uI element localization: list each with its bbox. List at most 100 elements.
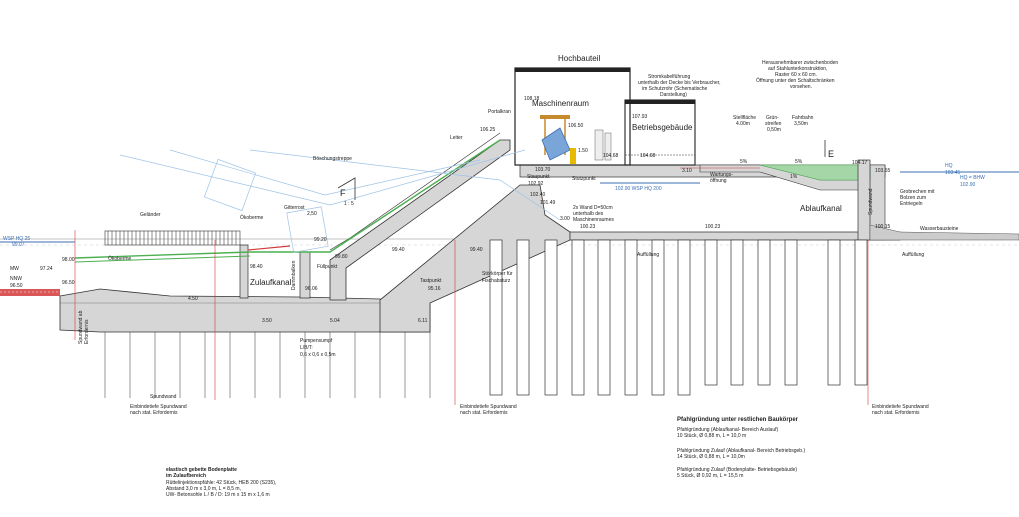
svg-text:5%: 5% [795, 159, 803, 165]
svg-text:99.40: 99.40 [470, 247, 483, 253]
label-boeschungstreppe: Böschungstreppe [313, 156, 352, 162]
label-wand-2: unterhalb des [573, 211, 604, 217]
svg-text:auf Stahlunterkonstruktion,: auf Stahlunterkonstruktion, [768, 66, 827, 72]
svg-text:Pfahlgründung unter restlichen: Pfahlgründung unter restlichen Baukörper [677, 417, 799, 423]
svg-text:Stellfläche: Stellfläche [733, 115, 756, 121]
svg-text:WSP HQ 25: WSP HQ 25 [3, 236, 30, 242]
svg-text:106.25: 106.25 [480, 127, 496, 133]
svg-text:101.49: 101.49 [540, 200, 556, 206]
spundwand-lines [74, 230, 869, 405]
slope-wall [329, 139, 511, 301]
label-oekoberme-2: Ökoberme [240, 214, 264, 221]
note-fahrbahn: Fahrbahn 3,50m [792, 115, 814, 127]
svg-text:Stromkabelführung: Stromkabelführung [648, 74, 690, 80]
e-marker-letter: E [828, 149, 834, 159]
svg-text:97.24: 97.24 [40, 266, 53, 272]
svg-text:3.10: 3.10 [682, 168, 692, 174]
svg-text:96.50: 96.50 [10, 283, 23, 289]
svg-text:Abstand 3,0 m x 3,0 m, L = 8,5: Abstand 3,0 m x 3,0 m, L = 8,5 m, [166, 486, 241, 492]
svg-text:Spundwand ab: Spundwand ab [78, 310, 84, 344]
svg-text:102.92: 102.92 [528, 181, 544, 187]
svg-text:99.40: 99.40 [392, 247, 405, 253]
svg-text:103.45: 103.45 [945, 170, 961, 176]
f-marker-letter: F [340, 188, 346, 198]
svg-text:im Schutzrohr (Schematische: im Schutzrohr (Schematische [642, 86, 708, 92]
green-line-berme [74, 255, 251, 263]
svg-text:0,50m: 0,50m [767, 127, 781, 133]
label-dammbalken: Dammbalken [291, 260, 297, 290]
svg-text:Pfahlgründung Zulauf (Ablaufka: Pfahlgründung Zulauf (Ablaufkanal- Berei… [677, 448, 805, 454]
svg-text:102.90 WSP HQ 200: 102.90 WSP HQ 200 [615, 186, 662, 192]
svg-text:100.23: 100.23 [580, 224, 596, 230]
label-zulaufkanal: Zulaufkanal [250, 278, 292, 287]
label-oekoberme-1: Ökoberme [108, 255, 132, 262]
svg-text:Pfahlgründung Zulauf (Bodenpla: Pfahlgründung Zulauf (Bodenplatte- Betri… [677, 467, 797, 473]
svg-text:Herausnehmbarer zwischenboden: Herausnehmbarer zwischenboden [762, 60, 838, 66]
svg-text:100.23: 100.23 [705, 224, 721, 230]
svg-text:102.40: 102.40 [530, 192, 546, 198]
yellow-part [570, 148, 576, 164]
svg-text:104.68: 104.68 [640, 153, 656, 159]
svg-text:5.04: 5.04 [330, 318, 340, 324]
svg-text:2,50: 2,50 [307, 211, 317, 217]
label-maschinenraum: Maschinenraum [532, 99, 589, 108]
svg-text:99.80: 99.80 [335, 254, 348, 260]
note-spund-left: Spundwand ab Erfordernis [78, 310, 90, 344]
label-wartung-1: Wartungs- [710, 172, 733, 178]
svg-text:Darstellung): Darstellung) [660, 92, 687, 98]
svg-text:1%: 1% [790, 174, 798, 180]
gelaender-frame [104, 230, 241, 246]
svg-text:Erfordernis: Erfordernis [84, 319, 90, 344]
svg-text:1.50: 1.50 [578, 148, 588, 154]
ablauf-slab [569, 231, 901, 241]
svg-text:MW: MW [10, 266, 19, 272]
label-auffuellung-1: Auffüllung [637, 252, 659, 258]
f-marker [337, 177, 356, 200]
label-leiter: Leiter [450, 135, 463, 141]
label-tastpunkt: Tastpunkt [420, 278, 442, 284]
svg-text:3.00: 3.00 [560, 216, 570, 222]
note-pfahl: Pfahlgründung unter restlichen Baukörper… [677, 417, 805, 479]
label-wartung-2: öffnung [710, 178, 727, 184]
crane-swing-outlines [119, 149, 561, 253]
svg-text:streifen: streifen [765, 121, 782, 127]
svg-text:6.11: 6.11 [418, 318, 428, 324]
svg-text:nach stat. Erfordernis: nach stat. Erfordernis [130, 410, 178, 416]
svg-text:3,50m: 3,50m [794, 121, 808, 127]
zulauf-wall-left [239, 244, 249, 299]
svg-text:104.68: 104.68 [603, 153, 619, 159]
svg-text:4.50: 4.50 [188, 296, 198, 302]
note-stellflaeche: Stellfläche 4.00m [733, 115, 756, 127]
svg-text:3.50: 3.50 [262, 318, 272, 324]
svg-text:95.16: 95.16 [428, 286, 441, 292]
note-einbinde-2: Einbindetiefe Spundwand nach stat. Erfor… [460, 404, 517, 416]
svg-text:108.18: 108.18 [524, 96, 540, 102]
svg-text:10 Stück, Ø 0,88 m, L = 10,0 m: 10 Stück, Ø 0,88 m, L = 10,0 m [677, 433, 746, 439]
svg-text:HQ = BHW: HQ = BHW [960, 175, 985, 181]
svg-text:Pfahlgründung (Ablaufkanal- Be: Pfahlgründung (Ablaufkanal- Bereich Ausl… [677, 427, 779, 433]
svg-text:5 Stück, Ø 0,92 m, L = 15,5 m: 5 Stück, Ø 0,92 m, L = 15,5 m [677, 473, 743, 479]
note-herausnehmbar: Herausnehmbarer zwischenboden auf Stahlu… [756, 60, 838, 90]
label-stoerkoerper-2: Fischabsturz [482, 278, 511, 284]
note-gruen: Grün- streifen 0,50m [765, 115, 782, 133]
svg-text:106.50: 106.50 [568, 123, 584, 129]
svg-text:nach stat. Erfordernis: nach stat. Erfordernis [872, 410, 920, 416]
label-auffuellung-2: Auffüllung [902, 252, 924, 258]
cabinet-2 [604, 132, 612, 161]
svg-text:4.00m: 4.00m [736, 121, 750, 127]
label-fuellpunkt: Füllpunkt [317, 264, 338, 270]
label-wand-3: Maschinenraumes [573, 217, 614, 223]
label-pumpensumpf-3: 0,6 x 0,6 x 0,5m [300, 352, 336, 358]
label-gelaender: Geländer [140, 212, 161, 218]
svg-text:Fahrbahn: Fahrbahn [792, 115, 814, 121]
svg-text:14 Stück, Ø 0,88 m, L = 10,0m: 14 Stück, Ø 0,88 m, L = 10,0m [677, 454, 745, 460]
svg-text:102.90: 102.90 [960, 182, 976, 188]
note-einbinde-3: Einbindetiefe Spundwand nach stat. Erfor… [872, 404, 929, 416]
note-bodenplatte: elastisch gebette Bodenplatte im Zulaufb… [166, 467, 276, 498]
label-wand-1: 2x Wand D=50cm [573, 205, 613, 211]
label-portalkran: Portalkran [488, 109, 511, 115]
svg-text:im Zulaufbereich: im Zulaufbereich [166, 473, 206, 479]
svg-text:103.70: 103.70 [535, 167, 551, 173]
